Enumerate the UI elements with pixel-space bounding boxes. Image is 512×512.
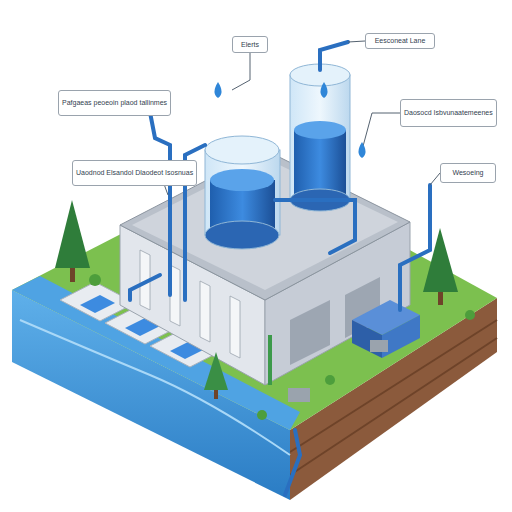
grass-top — [12, 165, 497, 430]
pump-unit — [288, 388, 310, 402]
callout-text: Daosocd Isbvunaatemeenes — [404, 109, 493, 117]
left-tank — [205, 136, 280, 249]
callout-text: Elerts — [241, 41, 259, 49]
water-droplets — [215, 82, 366, 158]
callout-text-group: Uaodnod Elsandol Dlaodeot Isosnuas — [76, 169, 193, 177]
green-pipe — [268, 335, 272, 385]
callout-text-group: Wesoeing — [452, 169, 483, 177]
callout-text-group: Pafgaeas peoeoin plaod tallinmes — [62, 99, 167, 107]
callout-box: Uaodnod Elsandol Dlaodeot Isosnuas — [72, 160, 197, 186]
shed-wall — [352, 320, 382, 358]
callout-box: Eesconeat Lane — [365, 33, 435, 49]
channel-water — [80, 295, 115, 313]
callout-text-group: Eesconeat Lane — [375, 37, 426, 45]
pump-unit — [370, 340, 388, 352]
callout-text-group: Daosocd Isbvunaatemeenes — [404, 109, 493, 117]
callout-text: Eesconeat Lane — [375, 37, 426, 45]
right-tank — [290, 64, 350, 211]
callout-text: Wesoeing — [452, 169, 483, 177]
callout-box: Elerts — [232, 36, 268, 53]
callout-box: Wesoeing — [440, 163, 496, 183]
trees — [55, 200, 475, 420]
callout-text: Uaodnod Elsandol Dlaodeot Isosnuas — [76, 169, 193, 177]
callout-text-group: Elerts — [241, 41, 259, 49]
pipes — [130, 42, 430, 495]
building-columns — [140, 250, 240, 358]
callout-box: Pafgaeas peoeoin plaod tallinmes — [58, 90, 171, 116]
callout-text: Pafgaeas peoeoin plaod tallinmes — [62, 99, 167, 107]
callout-box: Daosocd Isbvunaatemeenes — [400, 99, 497, 127]
